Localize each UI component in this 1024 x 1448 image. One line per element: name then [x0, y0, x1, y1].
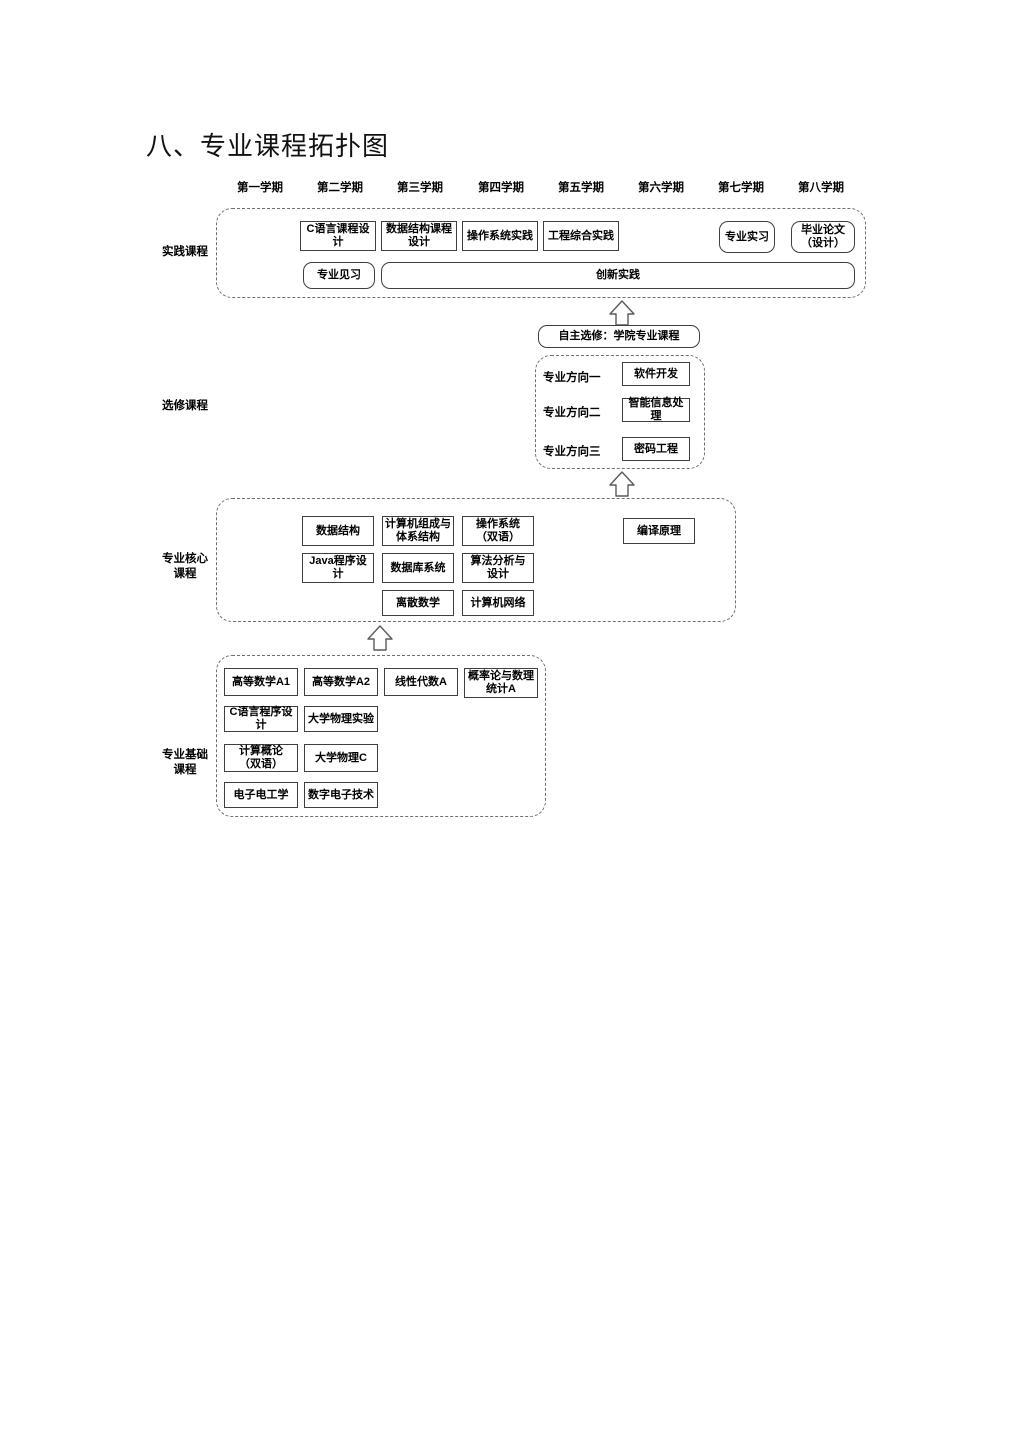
group-container-core: [216, 498, 736, 622]
semester-header-6: 第六学期: [638, 182, 684, 194]
course-box-c-language-design[interactable]: C语言课程设计: [300, 221, 376, 251]
course-box-c-programming[interactable]: C语言程序设计: [224, 706, 298, 732]
course-box-software-development[interactable]: 软件开发: [622, 362, 690, 386]
arrow-elective-to-practice: [608, 300, 636, 326]
course-box-computing-introduction[interactable]: 计算概论 （双语）: [224, 744, 298, 772]
course-box-university-physics-lab[interactable]: 大学物理实验: [304, 706, 378, 732]
group-label-foundation: 专业基础 课程: [162, 749, 208, 776]
course-box-linear-algebra-a[interactable]: 线性代数A: [384, 668, 458, 696]
group-container-foundation: [216, 655, 546, 817]
arrow-core-to-elective: [608, 471, 636, 497]
course-box-data-structure-design[interactable]: 数据结构课程 设计: [381, 221, 457, 251]
course-box-cryptography-engineering[interactable]: 密码工程: [622, 437, 690, 461]
course-box-electronics-electrical[interactable]: 电子电工学: [224, 782, 298, 808]
group-label-elective: 选修课程: [162, 400, 208, 412]
direction-label-2: 专业方向二: [543, 407, 601, 419]
direction-label-1: 专业方向一: [543, 372, 601, 384]
course-box-discrete-mathematics[interactable]: 离散数学: [382, 590, 454, 616]
course-box-compiler-principles[interactable]: 编译原理: [623, 518, 695, 544]
course-box-probability-statistics-a[interactable]: 概率论与数理 统计A: [464, 668, 538, 698]
course-box-algorithm-analysis[interactable]: 算法分析与 设计: [462, 553, 534, 583]
course-box-intelligent-information-processing[interactable]: 智能信息处理: [622, 397, 690, 422]
semester-header-1: 第一学期: [237, 182, 283, 194]
elective-header-box[interactable]: 自主选修：学院专业课程: [538, 325, 700, 348]
course-box-computer-organization[interactable]: 计算机组成与 体系结构: [382, 516, 454, 546]
semester-header-2: 第二学期: [317, 182, 363, 194]
group-container-elective: [535, 355, 705, 469]
course-box-data-structure[interactable]: 数据结构: [302, 516, 374, 546]
course-box-advanced-math-a2[interactable]: 高等数学A2: [304, 668, 378, 696]
course-box-os-practice[interactable]: 操作系统实践: [462, 221, 538, 251]
course-box-engineering-integrated-practice[interactable]: 工程综合实践: [543, 221, 619, 251]
course-box-operating-system[interactable]: 操作系统 （双语）: [462, 516, 534, 546]
course-box-innovation-practice[interactable]: 创新实践: [381, 262, 855, 289]
course-box-professional-observation[interactable]: 专业见习: [303, 262, 375, 289]
course-box-computer-network[interactable]: 计算机网络: [462, 590, 534, 616]
course-box-university-physics-c[interactable]: 大学物理C: [304, 744, 378, 772]
semester-header-5: 第五学期: [558, 182, 604, 194]
semester-header-7: 第七学期: [718, 182, 764, 194]
direction-label-3: 专业方向三: [543, 446, 601, 458]
semester-header-3: 第三学期: [397, 182, 443, 194]
semester-header-8: 第八学期: [798, 182, 844, 194]
course-box-java-programming[interactable]: Java程序设计: [302, 553, 374, 583]
course-box-professional-internship[interactable]: 专业实习: [719, 221, 775, 253]
group-label-practice: 实践课程: [162, 246, 208, 258]
group-label-core: 专业核心 课程: [162, 553, 208, 580]
group-container-practice: [216, 208, 866, 298]
course-box-digital-electronics[interactable]: 数字电子技术: [304, 782, 378, 808]
course-box-graduation-thesis[interactable]: 毕业论文 （设计）: [791, 221, 855, 253]
semester-header-4: 第四学期: [478, 182, 524, 194]
arrow-foundation-to-core: [366, 625, 394, 651]
course-box-advanced-math-a1[interactable]: 高等数学A1: [224, 668, 298, 696]
page-title: 八、专业课程拓扑图: [146, 131, 390, 161]
course-box-database-system[interactable]: 数据库系统: [382, 553, 454, 583]
